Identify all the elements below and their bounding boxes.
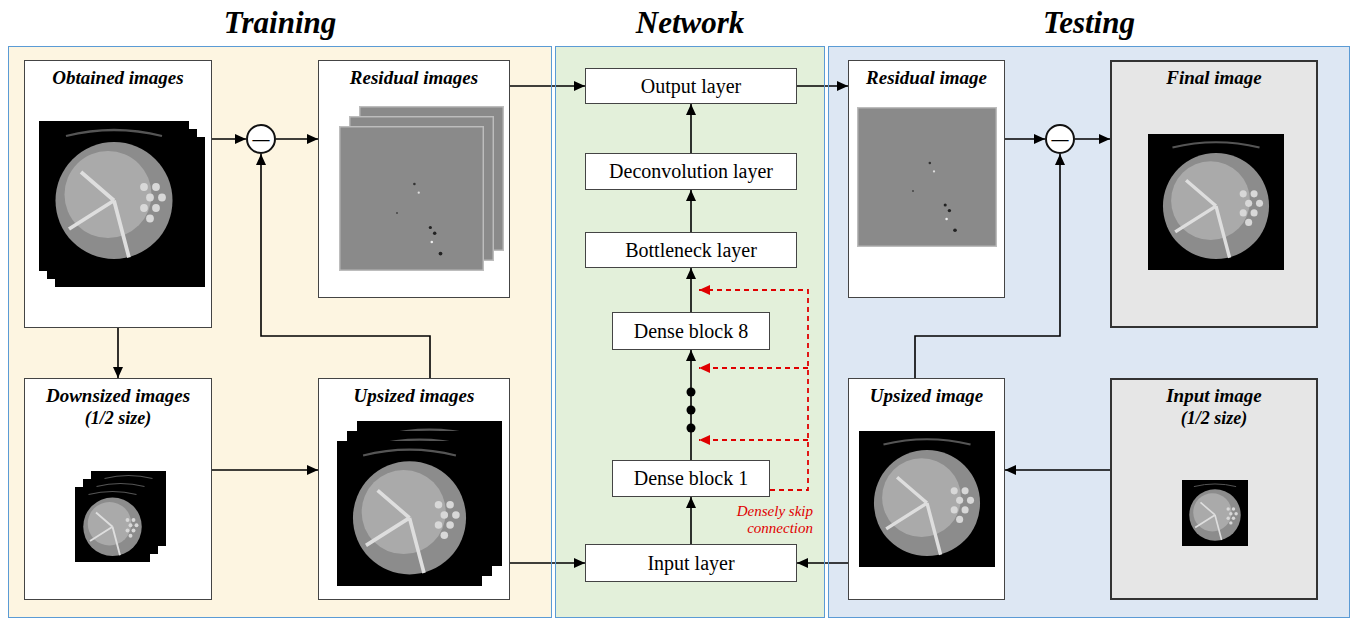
flow-arrow bbox=[510, 85, 585, 87]
flow-arrow bbox=[510, 562, 585, 564]
box-heading: Upsized images bbox=[354, 385, 475, 407]
layer-box: Input layer bbox=[585, 544, 797, 582]
layer-label: Input layer bbox=[647, 552, 734, 575]
box-heading: Residual image bbox=[866, 67, 987, 89]
panel-band: Training Obtained images— Residual image… bbox=[8, 46, 552, 618]
flow-arrow bbox=[1005, 469, 1110, 471]
layer-box: Bottleneck layer bbox=[585, 232, 797, 268]
image-box: Residual images bbox=[318, 60, 510, 298]
flow-arrow bbox=[212, 138, 246, 140]
image-box: Obtained images bbox=[24, 60, 212, 328]
input-image bbox=[1182, 480, 1248, 546]
subtract-circle: — bbox=[246, 124, 276, 154]
box-subheading: (1/2 size) bbox=[85, 407, 152, 429]
operator-sign: — bbox=[253, 131, 270, 148]
flow-arrow bbox=[212, 469, 318, 471]
box-subheading: (1/2 size) bbox=[1181, 407, 1248, 429]
annotation-label: Densely skip connection bbox=[695, 503, 813, 537]
image-box-shaded: Final image bbox=[1110, 60, 1318, 328]
figure-part bbox=[1148, 134, 1284, 270]
layer-box: Output layer bbox=[585, 68, 797, 104]
image-box: Downsized images(1/2 size) bbox=[24, 378, 212, 600]
box-heading: Upsized image bbox=[870, 385, 983, 407]
image-box: Upsized images bbox=[318, 378, 510, 600]
box-heading: Input image bbox=[1166, 385, 1262, 407]
flow-arrow bbox=[276, 138, 318, 140]
panel-title: Training bbox=[9, 4, 551, 42]
image-box: Upsized image bbox=[848, 378, 1005, 600]
upsized-image bbox=[859, 431, 995, 567]
flow-arrow bbox=[1005, 138, 1045, 140]
box-heading: Obtained images bbox=[52, 67, 183, 89]
figure-part bbox=[1182, 480, 1248, 546]
image-stack bbox=[39, 121, 209, 291]
flow-arrow bbox=[690, 350, 692, 460]
panel-title: Testing bbox=[829, 4, 1349, 42]
operator-sign: — bbox=[1052, 131, 1069, 148]
flow-arrow bbox=[1075, 138, 1110, 140]
panel-title: Network bbox=[556, 4, 824, 42]
residual-stack bbox=[339, 106, 505, 272]
figure-part bbox=[337, 441, 482, 586]
layer-box: Deconvolution layer bbox=[585, 153, 797, 190]
layer-label: Dense block 1 bbox=[634, 467, 748, 490]
layer-label: Deconvolution layer bbox=[609, 160, 773, 183]
flow-arrow bbox=[690, 104, 692, 153]
residual-image bbox=[857, 107, 997, 247]
flow-arrow bbox=[797, 85, 848, 87]
layer-box: Dense block 1 bbox=[612, 460, 770, 497]
figure-part bbox=[75, 487, 150, 562]
layer-label: Output layer bbox=[641, 75, 742, 98]
flow-arrow bbox=[117, 328, 119, 378]
image-box: Residual image bbox=[848, 60, 1005, 298]
figure-part bbox=[858, 108, 997, 247]
panel-band: Testing Residual image— Final image Upsi… bbox=[828, 46, 1350, 618]
flow-arrow bbox=[797, 562, 848, 564]
flow-arrow bbox=[690, 190, 692, 232]
panel-ground bbox=[555, 46, 825, 618]
skip-line bbox=[699, 367, 808, 369]
image-stack bbox=[337, 421, 503, 587]
panel-ground bbox=[828, 46, 1350, 618]
figure-part bbox=[859, 431, 995, 567]
layer-label: Dense block 8 bbox=[634, 320, 748, 343]
image-stack-small bbox=[75, 471, 170, 566]
panel-ground bbox=[8, 46, 552, 618]
box-heading: Final image bbox=[1166, 67, 1262, 89]
final-image bbox=[1148, 134, 1284, 270]
figure-part bbox=[340, 127, 484, 271]
skip-line bbox=[699, 439, 808, 441]
box-heading: Downsized images bbox=[46, 385, 190, 407]
flow-arrow bbox=[690, 497, 692, 544]
layer-box: Dense block 8 bbox=[612, 312, 770, 350]
flow-arrow bbox=[690, 268, 692, 312]
box-heading: Residual images bbox=[350, 67, 478, 89]
figure-part bbox=[39, 121, 189, 271]
subtract-circle: — bbox=[1045, 124, 1075, 154]
layer-label: Bottleneck layer bbox=[625, 239, 757, 262]
image-box-shaded: Input image(1/2 size) bbox=[1110, 378, 1318, 600]
